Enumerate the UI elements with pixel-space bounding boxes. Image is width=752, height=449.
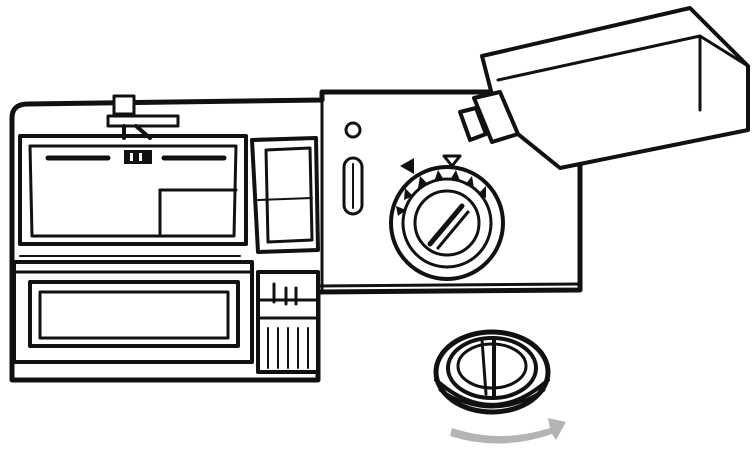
rinse-aid-bottle-icon [458, 6, 750, 170]
dial-setting-ticks [396, 170, 486, 216]
dial-slot [427, 203, 470, 250]
detergent-compartment [18, 134, 248, 246]
prewash-compartment [250, 136, 320, 254]
lid-latch [106, 94, 180, 140]
main-wash-cup [12, 255, 254, 364]
rinse-aid-dosage-dial [389, 154, 505, 281]
dispenser-body [9, 89, 583, 383]
rinse-aid-indicator [342, 121, 364, 216]
dial-arrow-markers [400, 154, 462, 174]
max-level-mark [124, 150, 152, 164]
rinse-aid-cap [433, 329, 551, 415]
rotate-arrow-icon [450, 418, 566, 444]
lid-release-button [256, 270, 320, 374]
